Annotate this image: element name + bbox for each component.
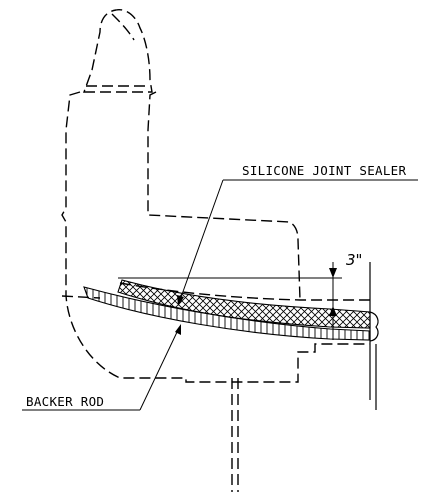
dimension-value: 3" bbox=[346, 251, 362, 269]
sealer-end-bulb bbox=[369, 311, 379, 342]
barrier-head-curl bbox=[111, 13, 135, 41]
backer-leader-arrow bbox=[175, 324, 181, 335]
slab-left-line bbox=[61, 295, 101, 299]
backer-label: BACKER ROD bbox=[26, 394, 104, 409]
barrier-top-neck bbox=[147, 91, 301, 301]
dimension-arrow-bottom bbox=[329, 306, 337, 316]
sealer-leader-arrow bbox=[177, 295, 184, 306]
sealer-leader-line bbox=[179, 179, 224, 301]
barrier-outline bbox=[61, 91, 370, 383]
sealer-label: SILICONE JOINT SEALER bbox=[242, 163, 407, 178]
barrier-head bbox=[83, 9, 153, 93]
dimension-arrow-top bbox=[329, 268, 337, 278]
backer-leader-line bbox=[139, 329, 179, 411]
